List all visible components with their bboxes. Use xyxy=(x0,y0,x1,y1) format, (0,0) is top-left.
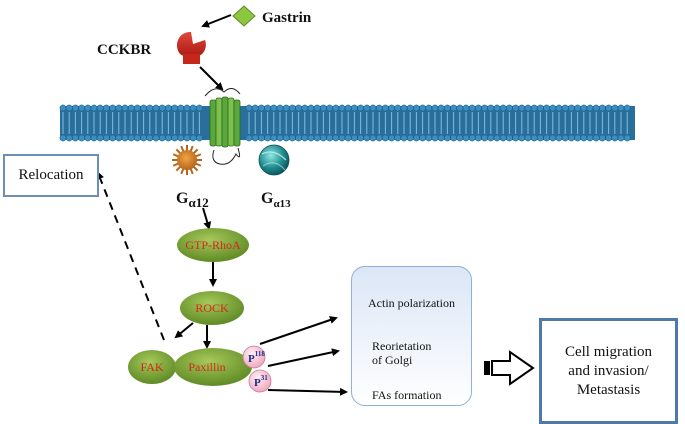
node-fak: FAK xyxy=(128,350,176,384)
arrow-rock-to-fak xyxy=(174,322,194,339)
outcome-line-2: and invasion/ xyxy=(568,362,649,379)
outcome-line-1: Cell migration xyxy=(564,343,653,360)
effects-panel: Actin polarization Reorietation of Golgi… xyxy=(351,266,472,406)
outcome-box: Cell migration and invasion/ Metastasis xyxy=(539,318,678,424)
arrow-fak-to-relocation xyxy=(96,171,165,341)
gpcr-transmembrane-helices xyxy=(204,88,241,165)
golgi-line-2: of Golgi xyxy=(372,353,413,367)
g-alpha-12-icon xyxy=(172,145,202,175)
arrow-paxillin-to-fas xyxy=(267,387,348,396)
outcome-line-3: Metastasis xyxy=(576,381,641,398)
g-alpha-13-label: Gα13 xyxy=(261,190,291,210)
effect-fas-formation: FAs formation xyxy=(372,388,442,402)
rock-label: ROCK xyxy=(195,301,229,315)
arrow-paxillin-to-actin xyxy=(259,316,338,345)
membrane-lipid-top xyxy=(59,104,631,134)
node-rock: ROCK xyxy=(180,291,244,325)
g-alpha-12-label: Gα12 xyxy=(176,190,209,210)
paxillin-label: Paxillin xyxy=(188,360,225,374)
gastrin-label: Gastrin xyxy=(262,10,312,26)
cckbr-receptor-icon xyxy=(176,31,206,64)
svg-text:P31: P31 xyxy=(254,374,268,389)
arrow-receptor-to-gpcr xyxy=(199,66,224,91)
effect-golgi-reorientation: Reorietation of Golgi xyxy=(366,339,471,367)
phospho-site-118: P118 xyxy=(242,345,266,369)
arrow-g12-to-rhoa xyxy=(202,207,212,230)
g-alpha-13-icon xyxy=(258,144,290,176)
node-paxillin: Paxillin xyxy=(174,348,252,386)
gtp-rhoa-label: GTP-RhoA xyxy=(185,238,241,252)
golgi-line-1: Reorietation xyxy=(372,339,432,353)
phospho-site-31: P31 xyxy=(248,369,272,393)
svg-text:P118: P118 xyxy=(248,350,265,365)
membrane-lipid-bottom xyxy=(59,134,631,142)
gastrin-ligand xyxy=(232,5,256,27)
arrow-paxillin-to-golgi xyxy=(267,348,340,367)
cell-membrane xyxy=(59,104,635,142)
cckbr-label: CCKBR xyxy=(97,42,151,58)
effect-actin-polarization: Actin polarization xyxy=(368,296,455,310)
block-arrow-to-outcome xyxy=(484,350,535,386)
node-gtp-rhoa: GTP-RhoA xyxy=(177,228,249,262)
relocation-box: Relocation xyxy=(3,154,99,197)
arrow-gastrin-to-receptor xyxy=(201,14,232,28)
fak-label: FAK xyxy=(140,360,163,374)
